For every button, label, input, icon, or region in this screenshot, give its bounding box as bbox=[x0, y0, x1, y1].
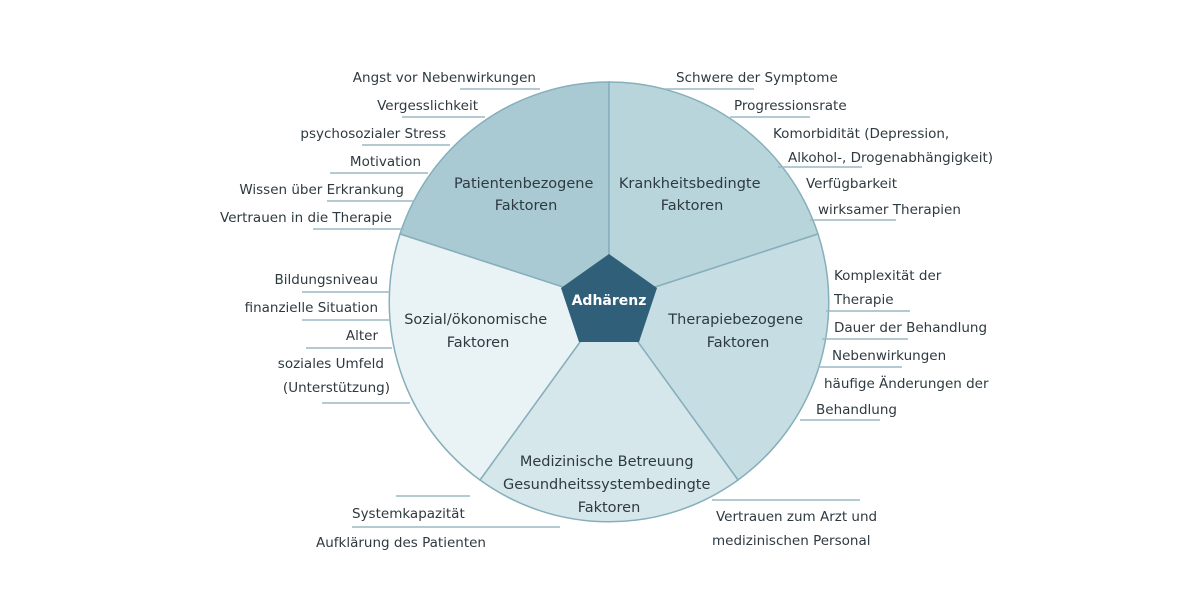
factor-label: medizinischen Personal bbox=[712, 533, 870, 549]
segment-label-disease: Krankheitsbedingte Faktoren bbox=[619, 176, 765, 214]
factor-label: Vertrauen in die Therapie bbox=[220, 210, 392, 226]
factor-label: (Unterstützung) bbox=[283, 380, 390, 396]
factor-label: finanzielle Situation bbox=[245, 300, 378, 316]
factor-label: Nebenwirkungen bbox=[832, 348, 946, 364]
factor-label: psychosozialer Stress bbox=[300, 126, 446, 142]
factor-label: Therapie bbox=[833, 292, 894, 308]
segment-label-therapy: Therapiebezogene Faktoren bbox=[667, 312, 807, 351]
segment-label-patient: Patientenbezogene Faktoren bbox=[454, 176, 598, 214]
factor-label: Alter bbox=[346, 328, 379, 344]
segment-social bbox=[388, 233, 611, 482]
segment-health-system bbox=[478, 300, 740, 523]
factor-label: Dauer der Behandlung bbox=[834, 320, 987, 336]
segment-label-social: Sozial/ökonomische Faktoren bbox=[404, 312, 552, 351]
factors-disease: Schwere der Symptome Progressionsrate Ko… bbox=[665, 70, 993, 221]
factor-label: Alkohol-, Drogenabhängigkeit) bbox=[788, 150, 993, 166]
factor-label: Behandlung bbox=[816, 402, 897, 418]
factors-social: Bildungsniveau finanzielle Situation Alt… bbox=[245, 272, 410, 404]
factor-label: Aufklärung des Patienten bbox=[316, 535, 486, 551]
segment-label-health-system: Medizinische Betreuung Gesundheitssystem… bbox=[503, 454, 715, 516]
factor-label: Progressionsrate bbox=[734, 98, 847, 114]
factor-label: Komplexität der bbox=[834, 268, 942, 284]
factor-label: wirksamer Therapien bbox=[818, 202, 961, 218]
center-label: Adhärenz bbox=[572, 293, 647, 309]
factors-health-system: Systemkapazität Aufklärung des Patienten… bbox=[316, 495, 877, 551]
factors-therapy: Komplexität der Therapie Dauer der Behan… bbox=[800, 268, 989, 421]
factor-label: Wissen über Erkrankung bbox=[239, 182, 404, 198]
factor-label: Systemkapazität bbox=[352, 506, 465, 522]
factor-label: Motivation bbox=[350, 154, 421, 170]
segment-therapy bbox=[607, 233, 830, 482]
factor-label: Verfügbarkeit bbox=[806, 176, 897, 192]
segment-patient bbox=[399, 81, 610, 304]
factor-label: Schwere der Symptome bbox=[676, 70, 838, 86]
factor-label: Bildungsniveau bbox=[275, 272, 378, 288]
factor-label: Vertrauen zum Arzt und bbox=[716, 509, 877, 525]
segment-disease bbox=[608, 81, 819, 304]
center-pentagon bbox=[561, 254, 657, 342]
factor-label: häufige Änderungen der bbox=[824, 374, 989, 392]
factors-patient: Angst vor Nebenwirkungen Vergesslichkeit… bbox=[220, 70, 540, 230]
factor-label: Angst vor Nebenwirkungen bbox=[353, 70, 536, 86]
factor-label: soziales Umfeld bbox=[278, 356, 384, 372]
factor-label: Vergesslichkeit bbox=[377, 98, 478, 114]
factor-label: Komorbidität (Depression, bbox=[773, 126, 949, 142]
